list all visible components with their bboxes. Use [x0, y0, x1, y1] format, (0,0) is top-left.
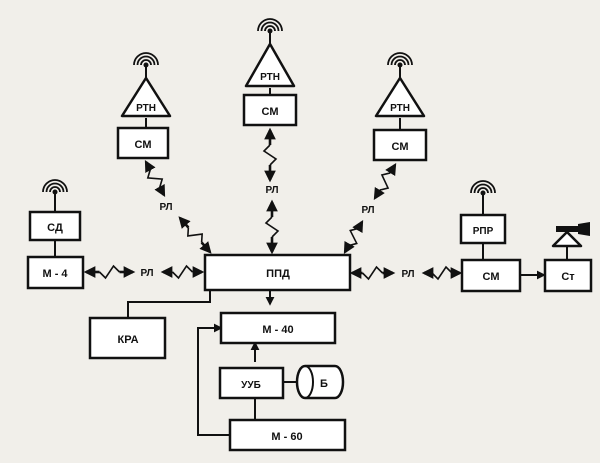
m4-block: М - 4 [26, 255, 85, 290]
link-cm-center-rl [262, 127, 278, 183]
cm-rpr-label: СМ [483, 271, 500, 283]
rl-upper-center-label: РЛ [265, 185, 278, 196]
cm-left-label: СМ [135, 139, 152, 151]
rpr-block: РПР [459, 213, 507, 245]
wire-ppd-kra [127, 290, 211, 318]
link-rl-ppd-center [264, 199, 280, 255]
sd-antenna-icon [42, 179, 68, 205]
m60-label: М - 60 [271, 431, 302, 443]
cm-right-label: СМ [392, 141, 409, 153]
link-rl-ppd-left [178, 216, 212, 254]
rtn-left-label: РТН [136, 103, 156, 114]
cm-center-label: СМ [262, 106, 279, 118]
link-cm-right-rl [373, 162, 397, 201]
sd-label: СД [47, 222, 63, 234]
rl-right-label: РЛ [401, 269, 414, 280]
rtn-right-label: РТН [390, 103, 410, 114]
link-ppd-rl-right [349, 265, 396, 281]
dish-icon [551, 222, 590, 248]
m4-label: М - 4 [42, 268, 68, 280]
radio-links [83, 127, 463, 281]
kra-label: КРА [117, 334, 138, 346]
rl-left-label: РЛ [140, 268, 153, 279]
wire-m60-m40 [197, 323, 230, 436]
sd-block: СД [28, 210, 82, 242]
kra-block: КРА [88, 316, 167, 360]
ppd-label: ППД [266, 268, 290, 280]
rtn-left-block: РТН [120, 76, 172, 118]
m60-block: М - 60 [228, 418, 347, 452]
rl-upper-left-label: РЛ [159, 202, 172, 213]
m40-block: М - 40 [219, 311, 337, 345]
link-rl-right-cm [421, 265, 463, 281]
b-label: Б [320, 378, 328, 390]
wires [54, 88, 568, 436]
uub-label: УУБ [241, 380, 261, 391]
rtn-center-antenna-icon [257, 18, 283, 44]
rl-upper-right-label: РЛ [361, 205, 374, 216]
ppd-block: ППД [203, 253, 352, 292]
b-block: Б [295, 364, 345, 400]
rtn-center-block: РТН [244, 42, 296, 88]
rtn-right-block: РТН [374, 76, 426, 118]
cm-center-block: СМ [242, 93, 298, 127]
cm-rpr-block: СМ [460, 258, 522, 293]
rtn-left-antenna-icon [133, 52, 159, 78]
rpr-antenna-icon [470, 180, 496, 206]
link-rl-left-ppd [160, 264, 205, 280]
rtn-right-antenna-icon [387, 52, 413, 78]
st-label: Ст [561, 271, 575, 283]
uub-block: УУБ [218, 366, 285, 400]
st-block: Ст [543, 258, 593, 293]
rtn-center-label: РТН [260, 72, 280, 83]
rpr-label: РПР [473, 226, 494, 237]
link-rl-ppd-right [343, 219, 364, 255]
cm-left-block: СМ [116, 126, 170, 160]
link-cm-left-rl [144, 159, 166, 198]
cm-right-block: СМ [372, 128, 428, 162]
m40-label: М - 40 [262, 324, 293, 336]
link-m4-rl [83, 264, 136, 280]
